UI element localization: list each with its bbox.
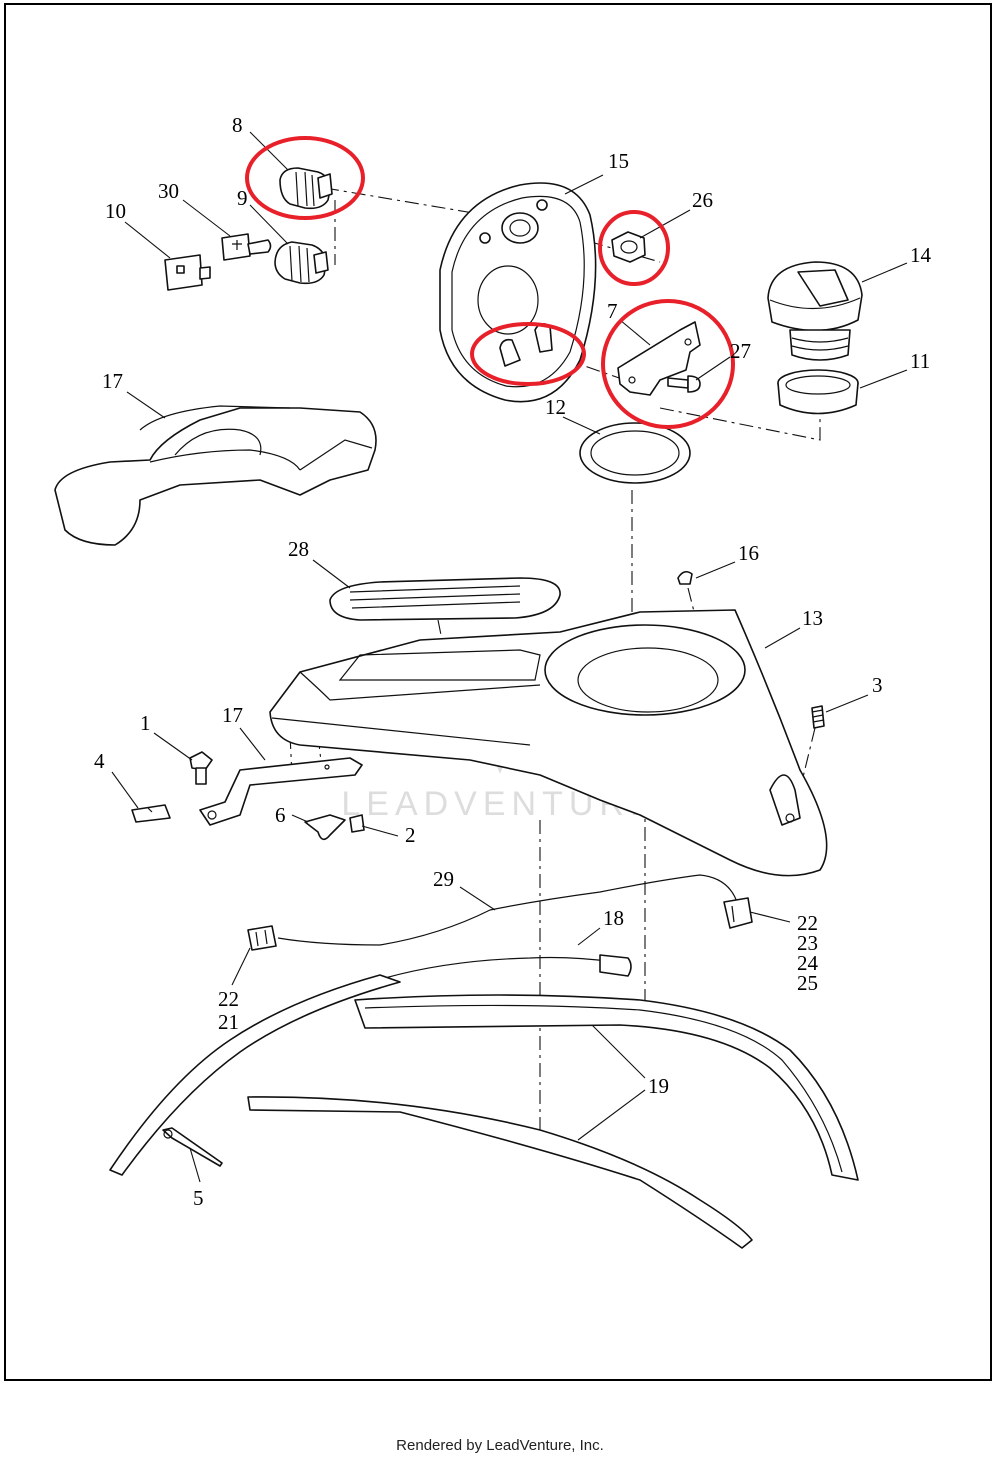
part-4-clip[interactable] <box>131 804 171 823</box>
callout-16: 16 <box>738 541 759 565</box>
part-29-harness[interactable] <box>247 874 753 951</box>
callout-10: 10 <box>105 199 126 223</box>
callout-17-top: 17 <box>102 369 123 393</box>
callout-12: 12 <box>545 395 566 419</box>
highlight-part-26 <box>598 210 670 286</box>
callout-9: 9 <box>237 186 248 210</box>
callout-24: 24 <box>797 951 819 975</box>
part-11-ring[interactable] <box>777 369 859 415</box>
callout-1: 1 <box>140 711 151 735</box>
callout-25: 25 <box>797 971 818 995</box>
part-14-fuel-cap[interactable] <box>767 261 863 361</box>
part-12-gasket[interactable] <box>579 422 691 484</box>
part-8-switch[interactable] <box>279 167 333 210</box>
callout-30: 30 <box>158 179 179 203</box>
callout-15: 15 <box>608 149 629 173</box>
callout-18: 18 <box>603 906 624 930</box>
part-18-tube[interactable] <box>384 954 632 979</box>
part-2-screw[interactable] <box>349 814 365 833</box>
part-17-bracket[interactable] <box>199 757 363 826</box>
highlight-part-8 <box>245 136 365 220</box>
part-30-key[interactable] <box>221 233 272 261</box>
part-19-trim-upper[interactable] <box>354 994 859 1181</box>
highlight-part-15-tabs <box>470 322 586 386</box>
leader-lines <box>111 131 908 1183</box>
footer-credit: Rendered by LeadVenture, Inc. <box>396 1437 604 1454</box>
highlight-marks <box>245 136 735 429</box>
part-17-console-cover[interactable] <box>54 405 377 546</box>
part-1-bolt[interactable] <box>189 751 213 785</box>
part-28-emblem[interactable] <box>329 577 561 621</box>
callout-14: 14 <box>910 243 932 267</box>
wire-loop <box>109 974 401 1176</box>
part-27-screw[interactable] <box>667 375 701 393</box>
part-7-bracket[interactable] <box>617 321 701 396</box>
callout-29: 29 <box>433 867 454 891</box>
part-26-nut[interactable] <box>611 231 646 263</box>
callout-7: 7 <box>607 299 618 323</box>
callout-28: 28 <box>288 537 309 561</box>
callout-19: 19 <box>648 1074 669 1098</box>
part-3-screw[interactable] <box>811 705 825 729</box>
part-9-switch[interactable] <box>274 241 329 285</box>
part-16-plug[interactable] <box>677 570 693 585</box>
callout-22-left: 22 <box>218 987 239 1011</box>
callout-5: 5 <box>193 1186 204 1210</box>
part-10-key[interactable] <box>164 254 211 291</box>
part-15-bezel[interactable] <box>439 182 597 403</box>
callout-6: 6 <box>275 803 286 827</box>
callout-27: 27 <box>730 339 751 363</box>
callout-22-right: 22 <box>797 911 818 935</box>
callout-23: 23 <box>797 931 818 955</box>
callout-13: 13 <box>802 606 823 630</box>
callout-26: 26 <box>692 188 713 212</box>
callout-21: 21 <box>218 1010 239 1034</box>
callout-11: 11 <box>910 349 930 373</box>
callout-4: 4 <box>94 749 105 773</box>
part-5-cable-tie[interactable] <box>162 1127 223 1167</box>
part-6-pad[interactable] <box>304 814 346 841</box>
highlight-part-7 <box>601 299 735 429</box>
part-13-console[interactable] <box>269 609 828 877</box>
callout-2: 2 <box>405 823 416 847</box>
callout-3: 3 <box>872 673 883 697</box>
callout-labels: 8 30 9 10 15 26 14 7 27 11 17 12 28 16 1… <box>94 113 932 1210</box>
callout-17-bottom: 17 <box>222 703 243 727</box>
part-19-trim-lower[interactable] <box>247 1096 753 1249</box>
callout-8: 8 <box>232 113 243 137</box>
